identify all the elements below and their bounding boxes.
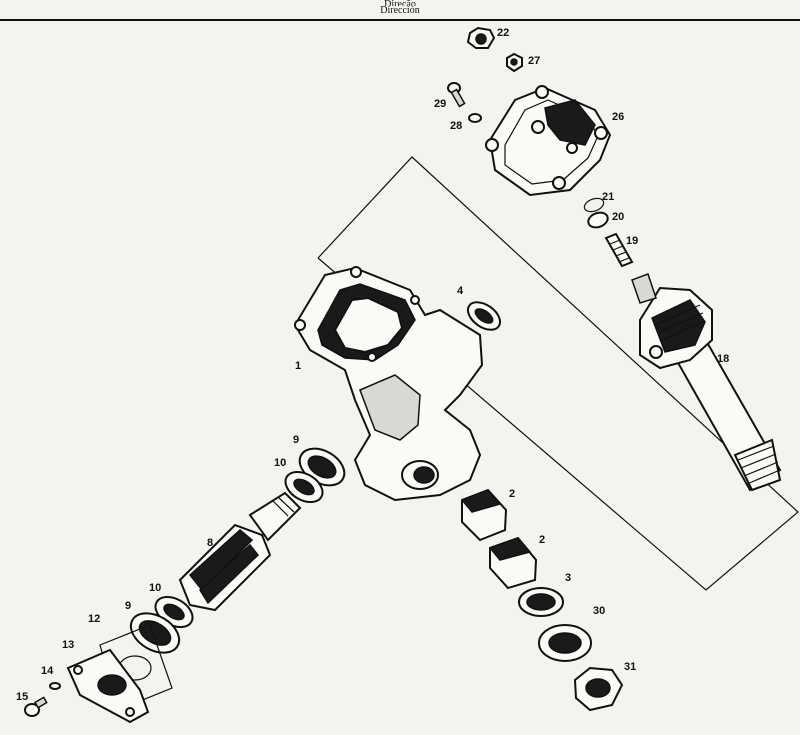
part-26-cover [485, 85, 612, 197]
label-19: 19 [626, 235, 638, 247]
label-13: 13 [62, 639, 74, 651]
part-21-ring [583, 197, 605, 213]
part-13-end-cover [66, 648, 150, 724]
part-19-screw [604, 232, 634, 268]
label-26: 26 [612, 111, 624, 123]
part-28-washer [468, 113, 482, 123]
part-3-ring [518, 587, 564, 617]
label-18: 18 [717, 353, 729, 365]
page-header: Direção Dirección [0, 0, 800, 20]
label-14: 14 [41, 665, 54, 677]
label-27: 27 [528, 55, 540, 67]
label-4: 4 [457, 285, 464, 297]
part-9-seal-lower [129, 612, 181, 654]
label-15: 15 [16, 691, 28, 703]
label-10-lower: 10 [149, 582, 161, 594]
part-18-sector-shaft [631, 273, 782, 492]
header-rule [0, 19, 800, 21]
label-30: 30 [593, 605, 605, 617]
label-2-lower: 2 [539, 534, 545, 546]
part-2-bushing-lower [488, 536, 538, 590]
part-27-nut [506, 52, 523, 73]
header-title-spanish: Dirección [380, 5, 420, 16]
label-9-lower: 9 [125, 600, 131, 612]
label-31: 31 [624, 661, 636, 673]
part-2-bushing-upper [460, 488, 508, 542]
label-3: 3 [565, 572, 571, 584]
part-29-bolt [447, 82, 466, 108]
label-12: 12 [88, 613, 100, 625]
label-28: 28 [450, 120, 462, 132]
label-9-upper: 9 [293, 434, 299, 446]
part-1-steering-box-housing [293, 266, 484, 502]
part-8-worm-shaft [178, 491, 302, 612]
part-14-washer [49, 682, 61, 690]
label-2-upper: 2 [509, 488, 515, 500]
label-10-upper: 10 [274, 457, 286, 469]
part-10-bearing-upper [284, 470, 324, 504]
part-20-washer [587, 211, 609, 229]
label-22: 22 [497, 27, 509, 39]
part-15-bolt [24, 696, 48, 717]
part-22-nut [466, 26, 496, 49]
header-title-portuguese: Direção [384, 0, 416, 6]
label-20: 20 [612, 211, 624, 223]
enclosure-outline [317, 156, 799, 591]
part-30-seal [538, 624, 592, 662]
label-29: 29 [434, 98, 446, 110]
part-4-seal [466, 301, 502, 331]
part-31-nut [573, 666, 624, 712]
label-1: 1 [295, 360, 301, 372]
label-8: 8 [207, 537, 213, 549]
label-21: 21 [602, 191, 614, 203]
